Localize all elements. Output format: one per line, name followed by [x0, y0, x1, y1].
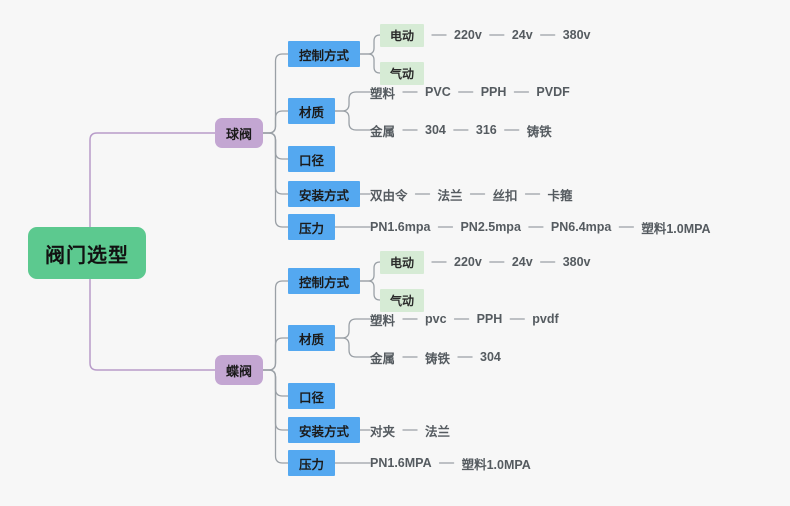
sub-node-电动[interactable]: 电动 — [380, 23, 425, 47]
sub-node-塑料[interactable]: 塑料 — [370, 313, 396, 328]
category-node-球阀-安装方式[interactable]: 安装方式 — [288, 181, 361, 207]
category-node-球阀-口径[interactable]: 口径 — [288, 146, 336, 172]
leaf-node-304[interactable]: 304 — [425, 123, 446, 137]
leaf-node-法兰[interactable]: 法兰 — [437, 188, 463, 203]
sub-node-气动[interactable]: 气动 — [380, 288, 425, 312]
sub-node-PN1.6MPA[interactable]: PN1.6MPA — [370, 456, 432, 470]
leaf-node-220v[interactable]: 220v — [454, 255, 482, 269]
leaf-node-丝扣[interactable]: 丝扣 — [492, 188, 518, 203]
leaf-node-220v[interactable]: 220v — [454, 28, 482, 42]
leaf-node-PPH[interactable]: PPH — [476, 312, 503, 326]
category-node-球阀-材质[interactable]: 材质 — [288, 98, 336, 124]
category-node-蝶阀-安装方式[interactable]: 安装方式 — [288, 417, 361, 443]
sub-node-气动[interactable]: 气动 — [380, 61, 425, 85]
leaf-node-PN6.4mpa[interactable]: PN6.4mpa — [550, 220, 612, 234]
category-node-球阀-控制方式[interactable]: 控制方式 — [288, 41, 361, 67]
category-node-蝶阀-材质[interactable]: 材质 — [288, 325, 336, 351]
sub-node-PN1.6mpa[interactable]: PN1.6mpa — [370, 220, 431, 234]
leaf-node-卡箍[interactable]: 卡箍 — [547, 188, 573, 203]
leaf-node-24v[interactable]: 24v — [511, 255, 533, 269]
leaf-node-塑料1.0MPA[interactable]: 塑料1.0MPA — [641, 221, 711, 236]
leaf-node-pvdf[interactable]: pvdf — [532, 312, 559, 326]
sub-node-金属[interactable]: 金属 — [370, 351, 396, 366]
leaf-node-PN2.5mpa[interactable]: PN2.5mpa — [460, 220, 521, 234]
leaf-node-380v[interactable]: 380v — [562, 28, 591, 42]
root-node[interactable]: 阀门选型 — [28, 227, 146, 279]
category-node-蝶阀-压力[interactable]: 压力 — [288, 450, 336, 476]
category-node-蝶阀-控制方式[interactable]: 控制方式 — [288, 268, 361, 294]
branch-node-1[interactable]: 球阀 — [215, 118, 264, 148]
sub-node-电动[interactable]: 电动 — [380, 250, 425, 274]
branch-node-2[interactable]: 蝶阀 — [215, 355, 264, 385]
category-node-蝶阀-口径[interactable]: 口径 — [288, 383, 336, 409]
leaf-node-304[interactable]: 304 — [480, 350, 501, 364]
sub-node-对夹[interactable]: 对夹 — [370, 424, 396, 439]
leaf-node-塑料1.0MPA[interactable]: 塑料1.0MPA — [461, 457, 531, 472]
leaf-node-PVDF[interactable]: PVDF — [536, 85, 570, 99]
leaf-node-380v[interactable]: 380v — [562, 255, 591, 269]
leaf-node-PVC[interactable]: PVC — [425, 85, 451, 99]
sub-node-双由令[interactable]: 双由令 — [370, 188, 408, 203]
sub-node-金属[interactable]: 金属 — [370, 124, 396, 139]
leaf-node-法兰[interactable]: 法兰 — [425, 424, 451, 439]
leaf-node-24v[interactable]: 24v — [511, 28, 533, 42]
leaf-node-pvc[interactable]: pvc — [425, 312, 447, 326]
leaf-node-PPH[interactable]: PPH — [480, 85, 507, 99]
category-node-球阀-压力[interactable]: 压力 — [288, 214, 336, 240]
leaf-node-316[interactable]: 316 — [475, 123, 497, 137]
leaf-node-铸铁[interactable]: 铸铁 — [425, 351, 451, 366]
leaf-node-铸铁[interactable]: 铸铁 — [526, 124, 552, 139]
sub-node-塑料[interactable]: 塑料 — [370, 86, 396, 101]
